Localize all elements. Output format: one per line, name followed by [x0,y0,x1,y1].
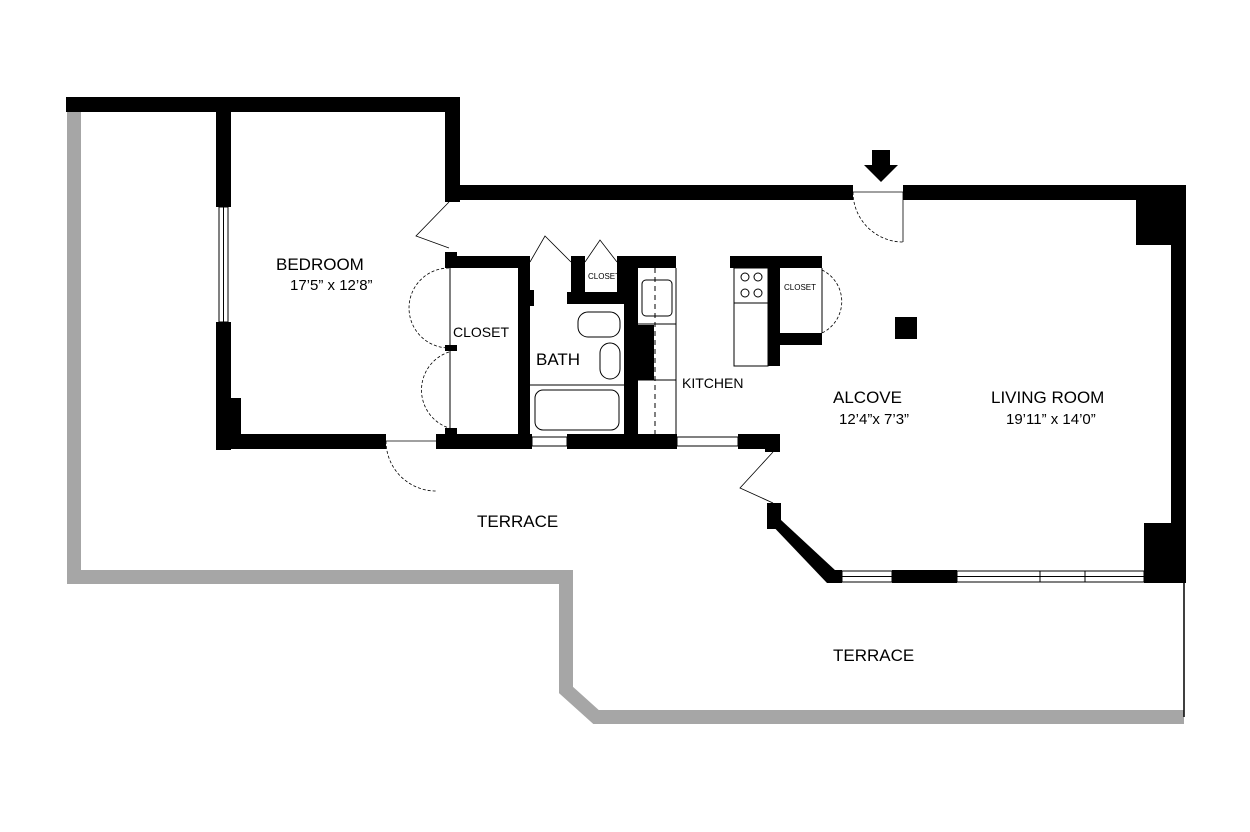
interior-walls [445,252,822,436]
room-dims-bedroom: 17’5” x 12’8” [290,277,373,294]
room-label-closet-kitchen: CLOSET [784,283,816,292]
room-dims-alcove: 12’4”x 7’3” [839,411,909,428]
room-label-bath: BATH [536,350,580,369]
fixtures [449,267,823,436]
terrace-railing [67,110,1184,724]
room-label-closet-small: CLOSET [588,272,620,281]
room-dims-living-room: 19’11” x 14’0” [1006,411,1096,428]
entry-arrow-icon [864,150,898,182]
room-label-closet-bedroom: CLOSET [453,324,509,340]
room-label-alcove: ALCOVE [833,388,902,407]
exterior-walls [66,97,1186,583]
doors [385,191,904,504]
room-label-bedroom: BEDROOM [276,255,364,274]
windows [218,206,1145,583]
room-label-living-room: LIVING ROOM [991,388,1104,407]
terrace-label-west: TERRACE [477,512,558,531]
room-label-kitchen: KITCHEN [682,375,743,391]
terrace-label-south: TERRACE [833,646,914,665]
